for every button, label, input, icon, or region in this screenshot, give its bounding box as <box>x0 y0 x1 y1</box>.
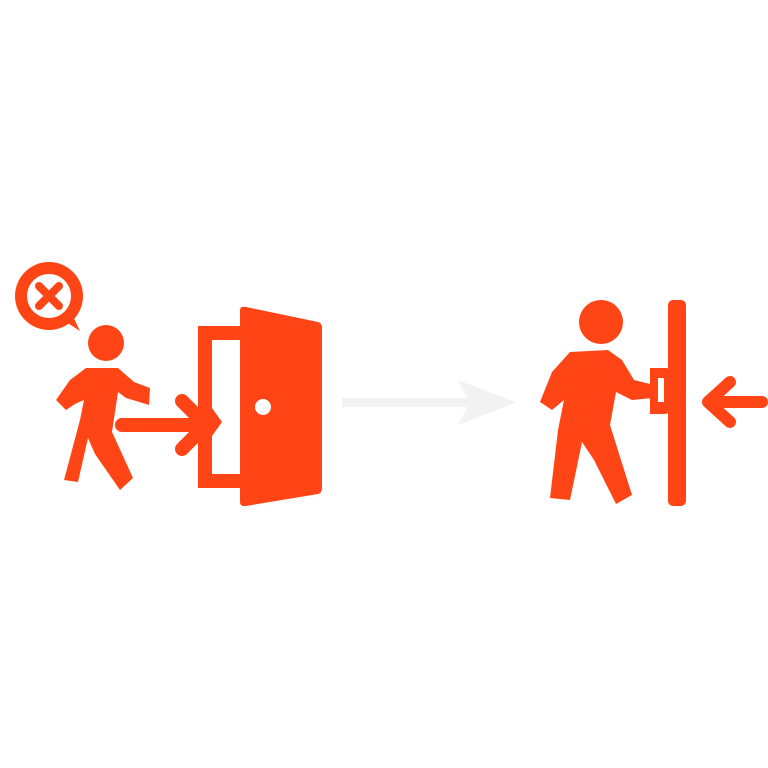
person-pushing-icon <box>540 300 670 504</box>
arrow-left-icon <box>702 376 768 428</box>
speech-bubble-x-icon <box>15 262 83 331</box>
arrow-right-icon <box>115 394 213 456</box>
walking-person-icon <box>56 325 150 490</box>
open-door-icon <box>198 306 322 507</box>
person-closing-door-icon <box>540 300 768 506</box>
closed-door-edge-icon <box>668 300 686 506</box>
person-exiting-door-forbidden-icon <box>15 262 322 507</box>
transition-arrow-icon <box>342 380 516 425</box>
